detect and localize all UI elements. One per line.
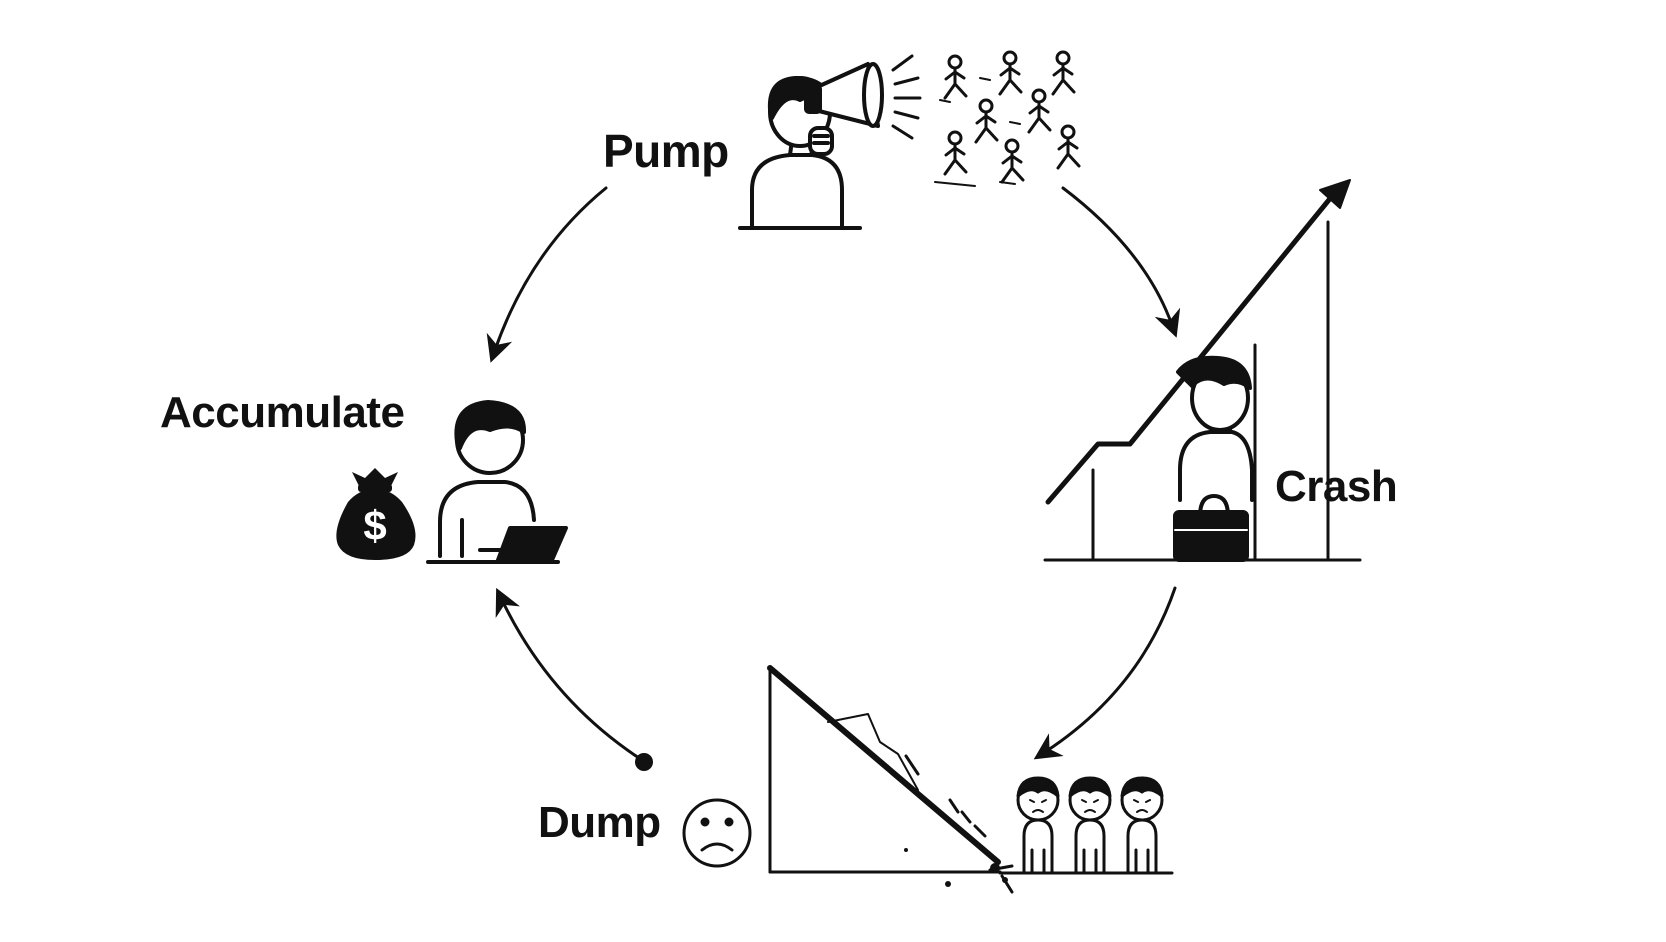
stage-label-accumulate: Accumulate [160, 388, 405, 437]
money-bag-icon: $ [336, 468, 416, 560]
rising-price-chart-icon [1043, 179, 1362, 562]
investor-at-laptop-icon [426, 400, 568, 564]
sad-face-icon [682, 798, 752, 868]
arrow-dump-to-accumulate [495, 587, 644, 762]
megaphone-person-icon [738, 54, 922, 230]
money-bag-dollar-sign: $ [363, 502, 386, 549]
arrow-pump-to-accumulate [486, 186, 608, 363]
arrow-start-dot [635, 753, 653, 771]
stage-label-pump: Pump [603, 125, 729, 177]
cycle-arrows [486, 186, 1181, 771]
arrow-pump-to-crash [1061, 186, 1181, 338]
sad-investors-icon [998, 776, 1174, 875]
person-with-briefcase-icon [1173, 355, 1254, 562]
falling-price-chart-icon [767, 665, 1014, 894]
stage-label-dump: Dump [538, 798, 661, 847]
crowd-of-buyers-icon [934, 50, 1081, 187]
arrow-crash-to-dump [1033, 586, 1177, 760]
stage-label-crash: Crash [1275, 462, 1398, 511]
